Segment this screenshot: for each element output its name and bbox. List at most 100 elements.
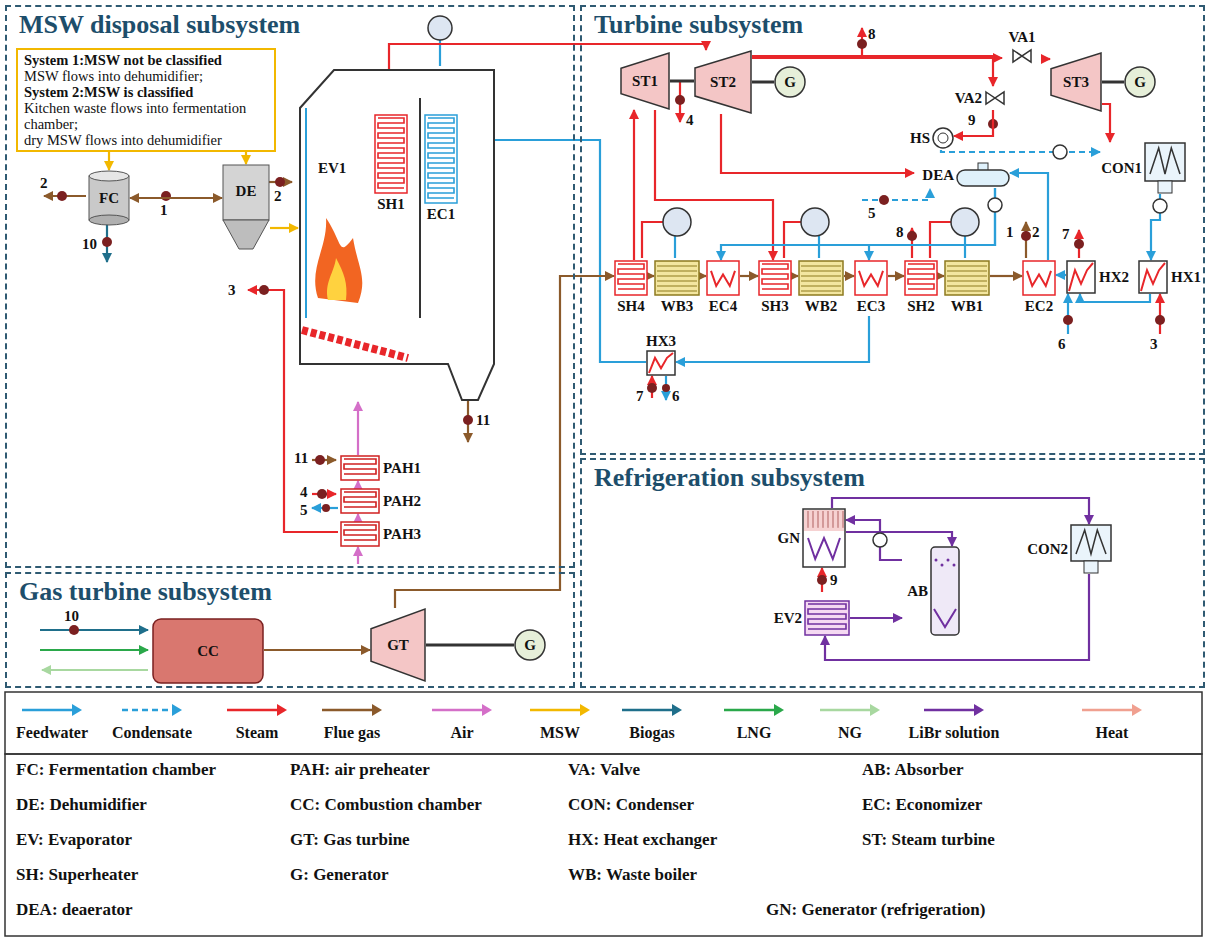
condenser: CON2	[1022, 524, 1112, 574]
legend-swatch	[120, 702, 184, 718]
callout-number: 1	[160, 202, 168, 218]
component-label: ST1	[632, 73, 658, 90]
legend-label: MSW	[540, 724, 580, 742]
pipe-connector	[1010, 173, 1048, 260]
component-label: GT	[387, 637, 409, 654]
callout-number: 5	[868, 205, 876, 221]
callout-number: 4	[686, 112, 694, 128]
abbreviation-key: AB: Absorber	[862, 762, 964, 778]
dehumidifier-symbol	[222, 164, 270, 250]
callout-number: 4	[300, 484, 308, 500]
subsystem-panel: Refrigeration subsystemGNABEV2CON2	[580, 458, 1205, 688]
component-label: DE	[236, 183, 257, 200]
callout-number: 3	[228, 282, 236, 298]
abbreviation-key: DE: Dehumidifier	[16, 797, 147, 813]
pipe-connector	[1056, 274, 1066, 276]
pipe-connector	[357, 402, 359, 455]
waste-boiler-symbol	[944, 260, 990, 296]
callout-number: 9	[830, 572, 838, 588]
callout-number: 6	[672, 388, 680, 404]
legend-label: Heat	[1096, 724, 1129, 742]
callout-number: 7	[636, 388, 644, 404]
heat-exchanger-symbol	[646, 350, 676, 376]
economizer: EC2	[1022, 260, 1056, 316]
condenser: CON1	[1100, 142, 1186, 194]
abbreviation-key: VA: Valve	[568, 762, 640, 778]
pipe-connector	[1042, 58, 1050, 60]
pipe-connector	[721, 114, 914, 173]
component-label: SH4	[617, 298, 645, 315]
pipe-connector	[1080, 294, 1150, 302]
pipe-connector	[1102, 104, 1110, 142]
abbreviation-key: EC: Economizer	[862, 797, 982, 813]
component-label: CON1	[1101, 160, 1142, 177]
superheater-symbol	[904, 260, 938, 296]
waste-boiler: WB3	[654, 260, 700, 316]
component-label: WB2	[805, 298, 838, 315]
valve-symbol	[984, 86, 1006, 110]
component-label: System 1:MSW not be classified	[24, 52, 268, 68]
component-label: FC	[99, 190, 119, 207]
callout-number: 2	[274, 188, 282, 204]
heat-exchanger: HX2	[1066, 260, 1130, 294]
subsystem-panel: MSW disposal subsystemSystem 1:MSW not b…	[5, 5, 575, 568]
combustion-chamber: CC	[152, 618, 264, 684]
economizer: EC4	[706, 260, 740, 316]
abbreviation-key: GN: Generator (refrigeration)	[766, 902, 985, 918]
air-preheater-symbol	[340, 521, 380, 547]
callout-number: 10	[82, 236, 97, 252]
evaporator: EV2	[770, 600, 850, 636]
air-preheater-symbol	[340, 488, 380, 514]
superheater: SH1	[374, 114, 408, 214]
legend-label: Feedwater	[16, 724, 88, 742]
legend-label: LiBr solution	[909, 724, 1000, 742]
component-label: SH2	[907, 298, 935, 315]
pipe-connector	[888, 275, 904, 277]
subsystem-panel: Gas turbine subsystemCC GT G	[5, 572, 575, 688]
valve: VA1	[1002, 28, 1042, 66]
callout-number: 8	[896, 224, 904, 240]
boiler: EV1SH1EC1	[298, 68, 496, 402]
superheater: SH2	[904, 260, 938, 316]
absorption-generator: GN	[770, 508, 846, 568]
dehumidifier: DE	[222, 164, 270, 250]
legend-label: Condensate	[112, 724, 192, 742]
pipe-connector	[990, 275, 1022, 277]
pipe-connector	[270, 227, 298, 229]
pipe-connector	[721, 188, 995, 260]
superheater-symbol	[758, 260, 792, 296]
absorber-symbol	[930, 546, 960, 636]
turbine: GT	[370, 608, 426, 682]
heat-consumer: HS	[902, 126, 954, 150]
pipe-connector	[670, 80, 694, 83]
component-label: G	[524, 637, 536, 654]
pipe-connector	[676, 316, 869, 362]
callout-number: 5	[300, 502, 308, 518]
pipe-connector	[357, 481, 359, 488]
economizer-symbol	[706, 260, 740, 296]
pipe-connector	[357, 514, 359, 521]
legend-swatch	[1080, 702, 1144, 718]
turbine: ST3	[1050, 52, 1102, 112]
legend-swatch	[430, 702, 494, 718]
legend-label: Flue gas	[324, 724, 380, 742]
waste-boiler-symbol	[798, 260, 844, 296]
component-label: EC2	[1025, 298, 1053, 315]
component-label: WB1	[951, 298, 984, 315]
callout-number: 1	[1006, 224, 1014, 240]
component-label: Gas turbine subsystem	[19, 578, 272, 607]
deaerator: DEA	[914, 162, 1010, 188]
turbine: ST1	[620, 52, 670, 110]
component-label: Refrigeration subsystem	[594, 464, 865, 493]
pipe-connector	[792, 275, 798, 277]
superheater: SH3	[758, 260, 792, 316]
legend-label: Steam	[236, 724, 279, 742]
legend-label: Biogas	[629, 724, 674, 742]
pipe-connector	[633, 110, 635, 260]
evaporator-symbol	[804, 600, 850, 636]
component-label: DEA	[922, 167, 954, 184]
component-label: G	[1134, 74, 1146, 91]
pipe-connector	[426, 644, 514, 647]
absorption-generator-symbol	[802, 508, 846, 568]
callout-number: 2	[1032, 224, 1040, 240]
